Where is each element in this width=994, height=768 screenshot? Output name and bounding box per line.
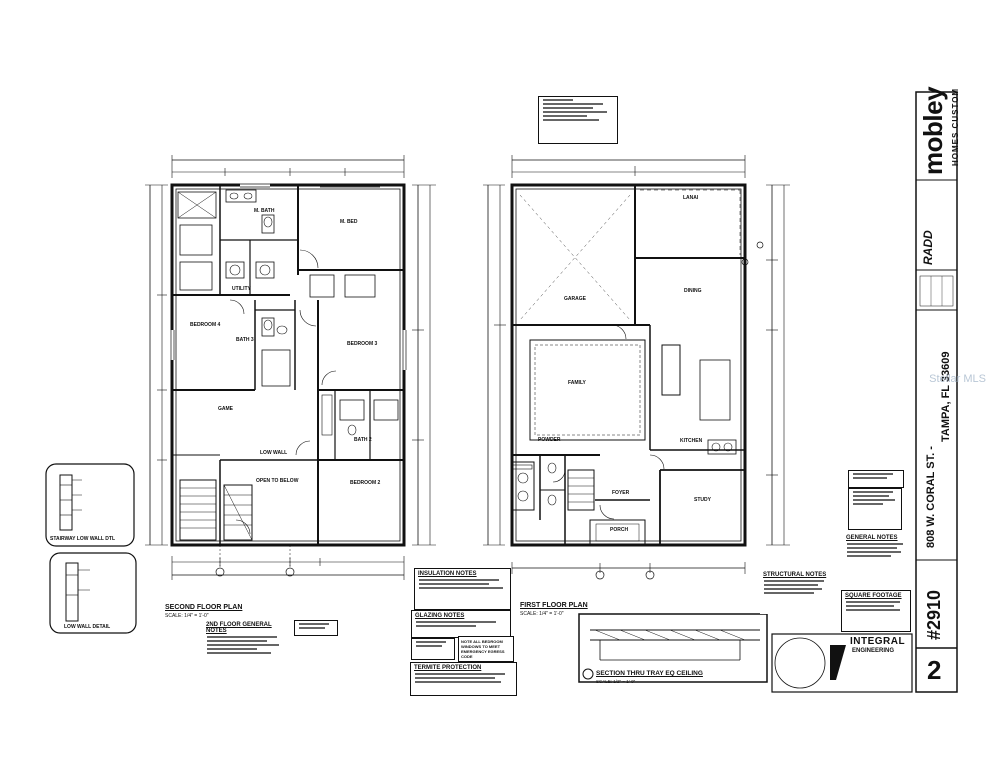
room-label-bedroom3: BEDROOM 3 — [347, 341, 378, 347]
room-label-foyer: FOYER — [612, 490, 630, 496]
insulation-notes: INSULATION NOTES — [414, 568, 511, 610]
section-scale: SCALE: 1/2" = 1'-0" — [596, 679, 636, 684]
bedroom-window-note: NOTE ALL BEDROOM WINDOWS TO MEET EMERGEN… — [458, 636, 514, 662]
section-detail — [578, 613, 768, 683]
first-floor-scale: SCALE: 1/4" = 1'-0" — [520, 611, 564, 617]
room-label-powder: POWDER — [538, 437, 561, 443]
address-line1-wrap: 808 W. CORAL ST. - — [921, 446, 939, 548]
room-label-m-bath: M. BATH — [254, 208, 275, 214]
general-notes: GENERAL NOTES — [843, 533, 909, 577]
structural-notes-title: STRUCTURAL NOTES — [763, 572, 827, 578]
square-footage-box: SQUARE FOOTAGE — [841, 590, 911, 632]
top-note-box — [538, 96, 618, 144]
glazing-notes: GLAZING NOTES — [411, 610, 511, 638]
insulation-notes-title: INSULATION NOTES — [418, 571, 477, 577]
glazing-notes-title: GLAZING NOTES — [415, 613, 465, 619]
square-footage-title: SQUARE FOOTAGE — [845, 593, 902, 599]
room-label-garage: GARAGE — [564, 296, 586, 302]
small-note-box-2 — [411, 638, 455, 660]
room-label-family: FAMILY — [568, 380, 586, 386]
bedroom-window-note-text: NOTE ALL BEDROOM WINDOWS TO MEET EMERGEN… — [461, 639, 505, 659]
room-label-utility: UTILITY — [232, 286, 251, 292]
company-sub: HOMES CUSTOM — [951, 87, 960, 166]
address-line2-wrap: TAMPA, FL 33609 — [936, 352, 954, 442]
low-wall-detail-title: LOW WALL DETAIL — [64, 624, 111, 630]
company-sub-wrap: HOMES CUSTOM — [945, 88, 963, 166]
job-number: #2910 — [924, 589, 944, 640]
first-floor-title: FIRST FLOOR PLAN — [520, 602, 588, 609]
room-label-lanai: LANAI — [683, 195, 699, 201]
low-wall-detail — [49, 552, 137, 634]
company-name: mobley — [918, 86, 948, 175]
top-right-note — [848, 470, 904, 488]
designer-mark-wrap: RADD — [919, 230, 937, 265]
room-label-porch: PORCH — [610, 527, 629, 533]
room-label-kitchen: KITCHEN — [680, 438, 703, 444]
engineer-name: INTEGRAL — [850, 636, 906, 647]
small-note-box — [294, 620, 338, 636]
structural-notes: STRUCTURAL NOTES — [760, 570, 830, 614]
address-line2: TAMPA, FL 33609 — [940, 351, 952, 442]
room-label-bedroom4: BEDROOM 4 — [190, 322, 221, 328]
termite-notes-title: TERMITE PROTECTION — [414, 665, 482, 671]
second-floor-title: SECOND FLOOR PLAN — [165, 604, 243, 611]
second-floor-scale: SCALE: 1/4" = 1'-0" — [165, 613, 209, 619]
room-label-dining: DINING — [684, 288, 702, 294]
job-number-wrap: #2910 — [924, 590, 945, 640]
room-label-open-to-below: OPEN TO BELOW — [256, 478, 299, 484]
room-label-low-wall: LOW WALL — [260, 450, 288, 456]
second-floor-plan — [145, 155, 436, 580]
second-floor-notes-title: 2ND FLOOR GENERAL NOTES — [206, 622, 272, 634]
general-notes-title: GENERAL NOTES — [846, 535, 898, 541]
termite-notes: TERMITE PROTECTION — [410, 662, 517, 696]
room-label-study: STUDY — [694, 497, 711, 503]
second-floor-notes: 2ND FLOOR GENERAL NOTES — [203, 620, 289, 668]
room-label-game: GAME — [218, 406, 233, 412]
right-note-box — [848, 488, 902, 530]
first-floor-plan — [483, 155, 790, 580]
section-title: SECTION THRU TRAY EQ CEILING — [596, 670, 703, 677]
watermark: Stellar MLS — [929, 373, 986, 385]
engineer-sub: ENGINEERING — [852, 648, 895, 654]
designer-mark: RADD — [921, 230, 935, 265]
room-label-m-bed: M. BED — [340, 219, 358, 225]
stairway-detail-title: STAIRWAY LOW WALL DTL — [50, 536, 115, 542]
room-label-bath2: BATH 2 — [354, 437, 372, 443]
title-block — [771, 91, 958, 693]
stairway-wall-detail — [45, 463, 135, 547]
sheet-number: 2 — [927, 655, 942, 685]
address-line1: 808 W. CORAL ST. - — [925, 446, 937, 548]
room-label-bath3: BATH 3 — [236, 337, 254, 343]
room-label-bedroom2: BEDROOM 2 — [350, 480, 381, 486]
